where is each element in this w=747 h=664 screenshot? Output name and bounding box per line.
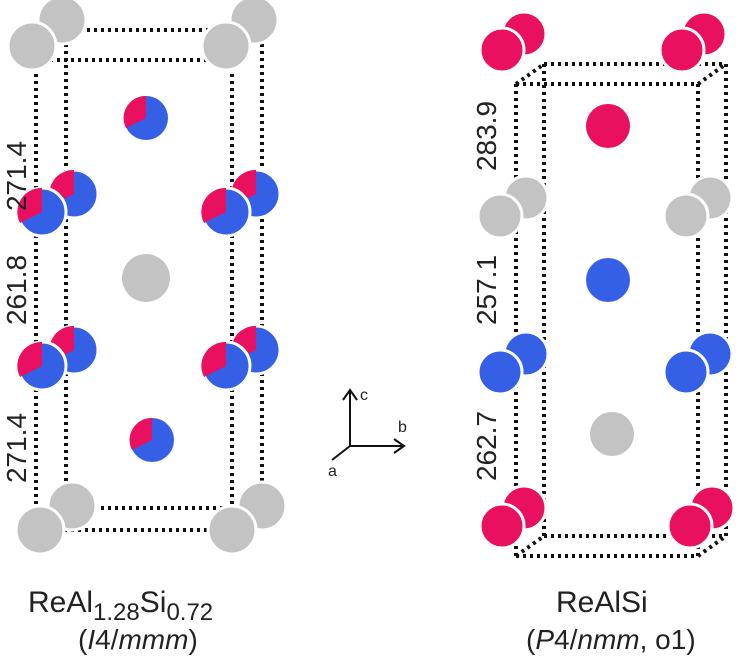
right-space-group: (P4/nmm, o1) — [526, 624, 696, 656]
sg-part: ) — [188, 624, 198, 655]
sg-part: P — [535, 624, 555, 655]
sg-part: 4/ — [554, 624, 578, 655]
formula-part: Si — [139, 586, 167, 619]
sg-part: 4/ — [95, 624, 119, 655]
sg-part: ( — [526, 624, 536, 655]
right-distance-labels: 283.9 257.1 262.7 — [471, 101, 502, 481]
gray-atom — [590, 412, 634, 456]
right-formula: ReAlSi — [556, 586, 648, 620]
left-formula: ReAl1.28Si0.72 — [28, 586, 213, 627]
magenta-atom — [586, 104, 630, 148]
sg-part: , o1) — [639, 624, 696, 655]
mixed-atom — [200, 340, 252, 392]
blue-atom — [476, 348, 524, 396]
gray-atom — [662, 192, 710, 240]
axis-a-label: a — [328, 463, 337, 480]
sg-part: mmm — [118, 624, 189, 655]
left-space-group: (I4/mmm) — [78, 624, 198, 656]
gray-atom — [6, 20, 58, 72]
magenta-atom — [478, 502, 526, 550]
distance-label: 271.4 — [1, 141, 32, 211]
gray-atom — [14, 504, 66, 556]
gray-atom — [206, 504, 258, 556]
formula-subscript: 1.28 — [93, 599, 140, 626]
sg-part: ( — [78, 624, 88, 655]
right-magenta-atoms — [478, 10, 736, 550]
magenta-atom — [478, 26, 526, 74]
gray-atom — [122, 254, 170, 302]
distance-label: 261.8 — [1, 255, 32, 325]
distance-label: 257.1 — [471, 255, 502, 325]
mixed-atom — [123, 95, 168, 140]
sg-part: nmm — [577, 624, 640, 655]
blue-atom — [586, 258, 630, 302]
distance-label: 271.4 — [1, 413, 32, 483]
magenta-atom — [658, 26, 706, 74]
gray-atom — [476, 192, 524, 240]
axis-c-label: c — [360, 387, 368, 404]
distance-label: 283.9 — [471, 101, 502, 171]
gray-atom — [200, 20, 252, 72]
left-distance-labels: 271.4 261.8 271.4 — [1, 141, 32, 483]
distance-label: 262.7 — [471, 411, 502, 481]
mixed-atom — [16, 186, 68, 238]
axis-b-label: b — [398, 419, 407, 436]
right-unit-cell — [514, 62, 728, 558]
left-mixed-atoms — [16, 95, 282, 462]
right-blue-atoms — [476, 258, 734, 396]
formula-part: ReAlSi — [556, 586, 648, 619]
mixed-atom — [200, 186, 252, 238]
axes-indicator — [331, 388, 406, 461]
left-unit-cell — [34, 28, 264, 532]
left-gray-atoms — [6, 0, 288, 556]
blue-atom — [662, 348, 710, 396]
mixed-atom — [16, 340, 68, 392]
formula-part: ReAl — [28, 586, 94, 619]
formula-subscript: 0.72 — [166, 599, 214, 626]
right-gray-atoms — [476, 174, 734, 456]
sg-part: I — [87, 624, 96, 655]
magenta-atom — [666, 502, 714, 550]
mixed-atom — [129, 417, 174, 462]
